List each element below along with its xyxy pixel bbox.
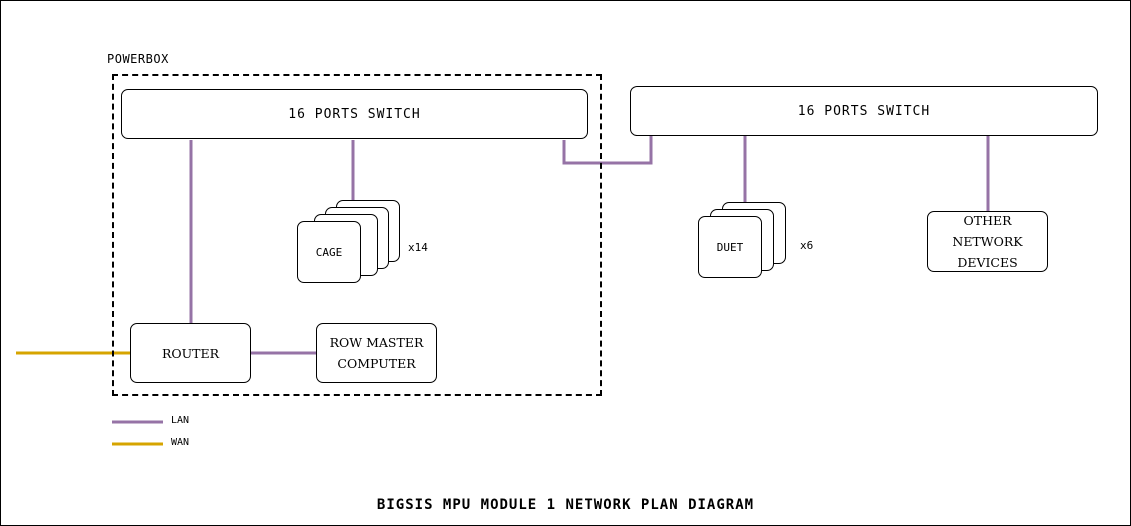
other-network-devices: OTHER NETWORK DEVICES [927, 211, 1048, 272]
powerbox-container [112, 74, 602, 396]
legend-lan-label: LAN [171, 415, 190, 426]
duet-label: DUET [716, 240, 744, 254]
cage-label: CAGE [315, 245, 343, 259]
router-label: ROUTER [161, 345, 220, 361]
lan-link-switch-switch [562, 135, 653, 165]
other-devices-line-1: OTHER [963, 213, 1012, 228]
row-master-computer: ROW MASTER COMPUTER [316, 323, 437, 383]
switch-right-label: 16 PORTS SWITCH [797, 103, 931, 119]
cage-card-front: CAGE [297, 221, 361, 283]
duet-card-front: DUET [698, 216, 762, 278]
switch-right: 16 PORTS SWITCH [630, 86, 1098, 136]
duet-count: x6 [800, 239, 814, 252]
cage-count: x14 [408, 241, 428, 254]
other-devices-line-2: NETWORK [952, 234, 1023, 249]
other-devices-line-3: DEVICES [957, 255, 1018, 270]
powerbox-label: POWERBOX [107, 52, 169, 66]
switch-left-label: 16 PORTS SWITCH [288, 106, 421, 122]
diagram-title: BIGSIS MPU MODULE 1 NETWORK PLAN DIAGRAM [376, 497, 755, 513]
switch-left: 16 PORTS SWITCH [121, 89, 588, 139]
legend-wan-label: WAN [171, 437, 190, 448]
router: ROUTER [130, 323, 251, 383]
row-master-line-1: ROW MASTER [329, 335, 424, 350]
row-master-line-2: COMPUTER [337, 356, 416, 371]
